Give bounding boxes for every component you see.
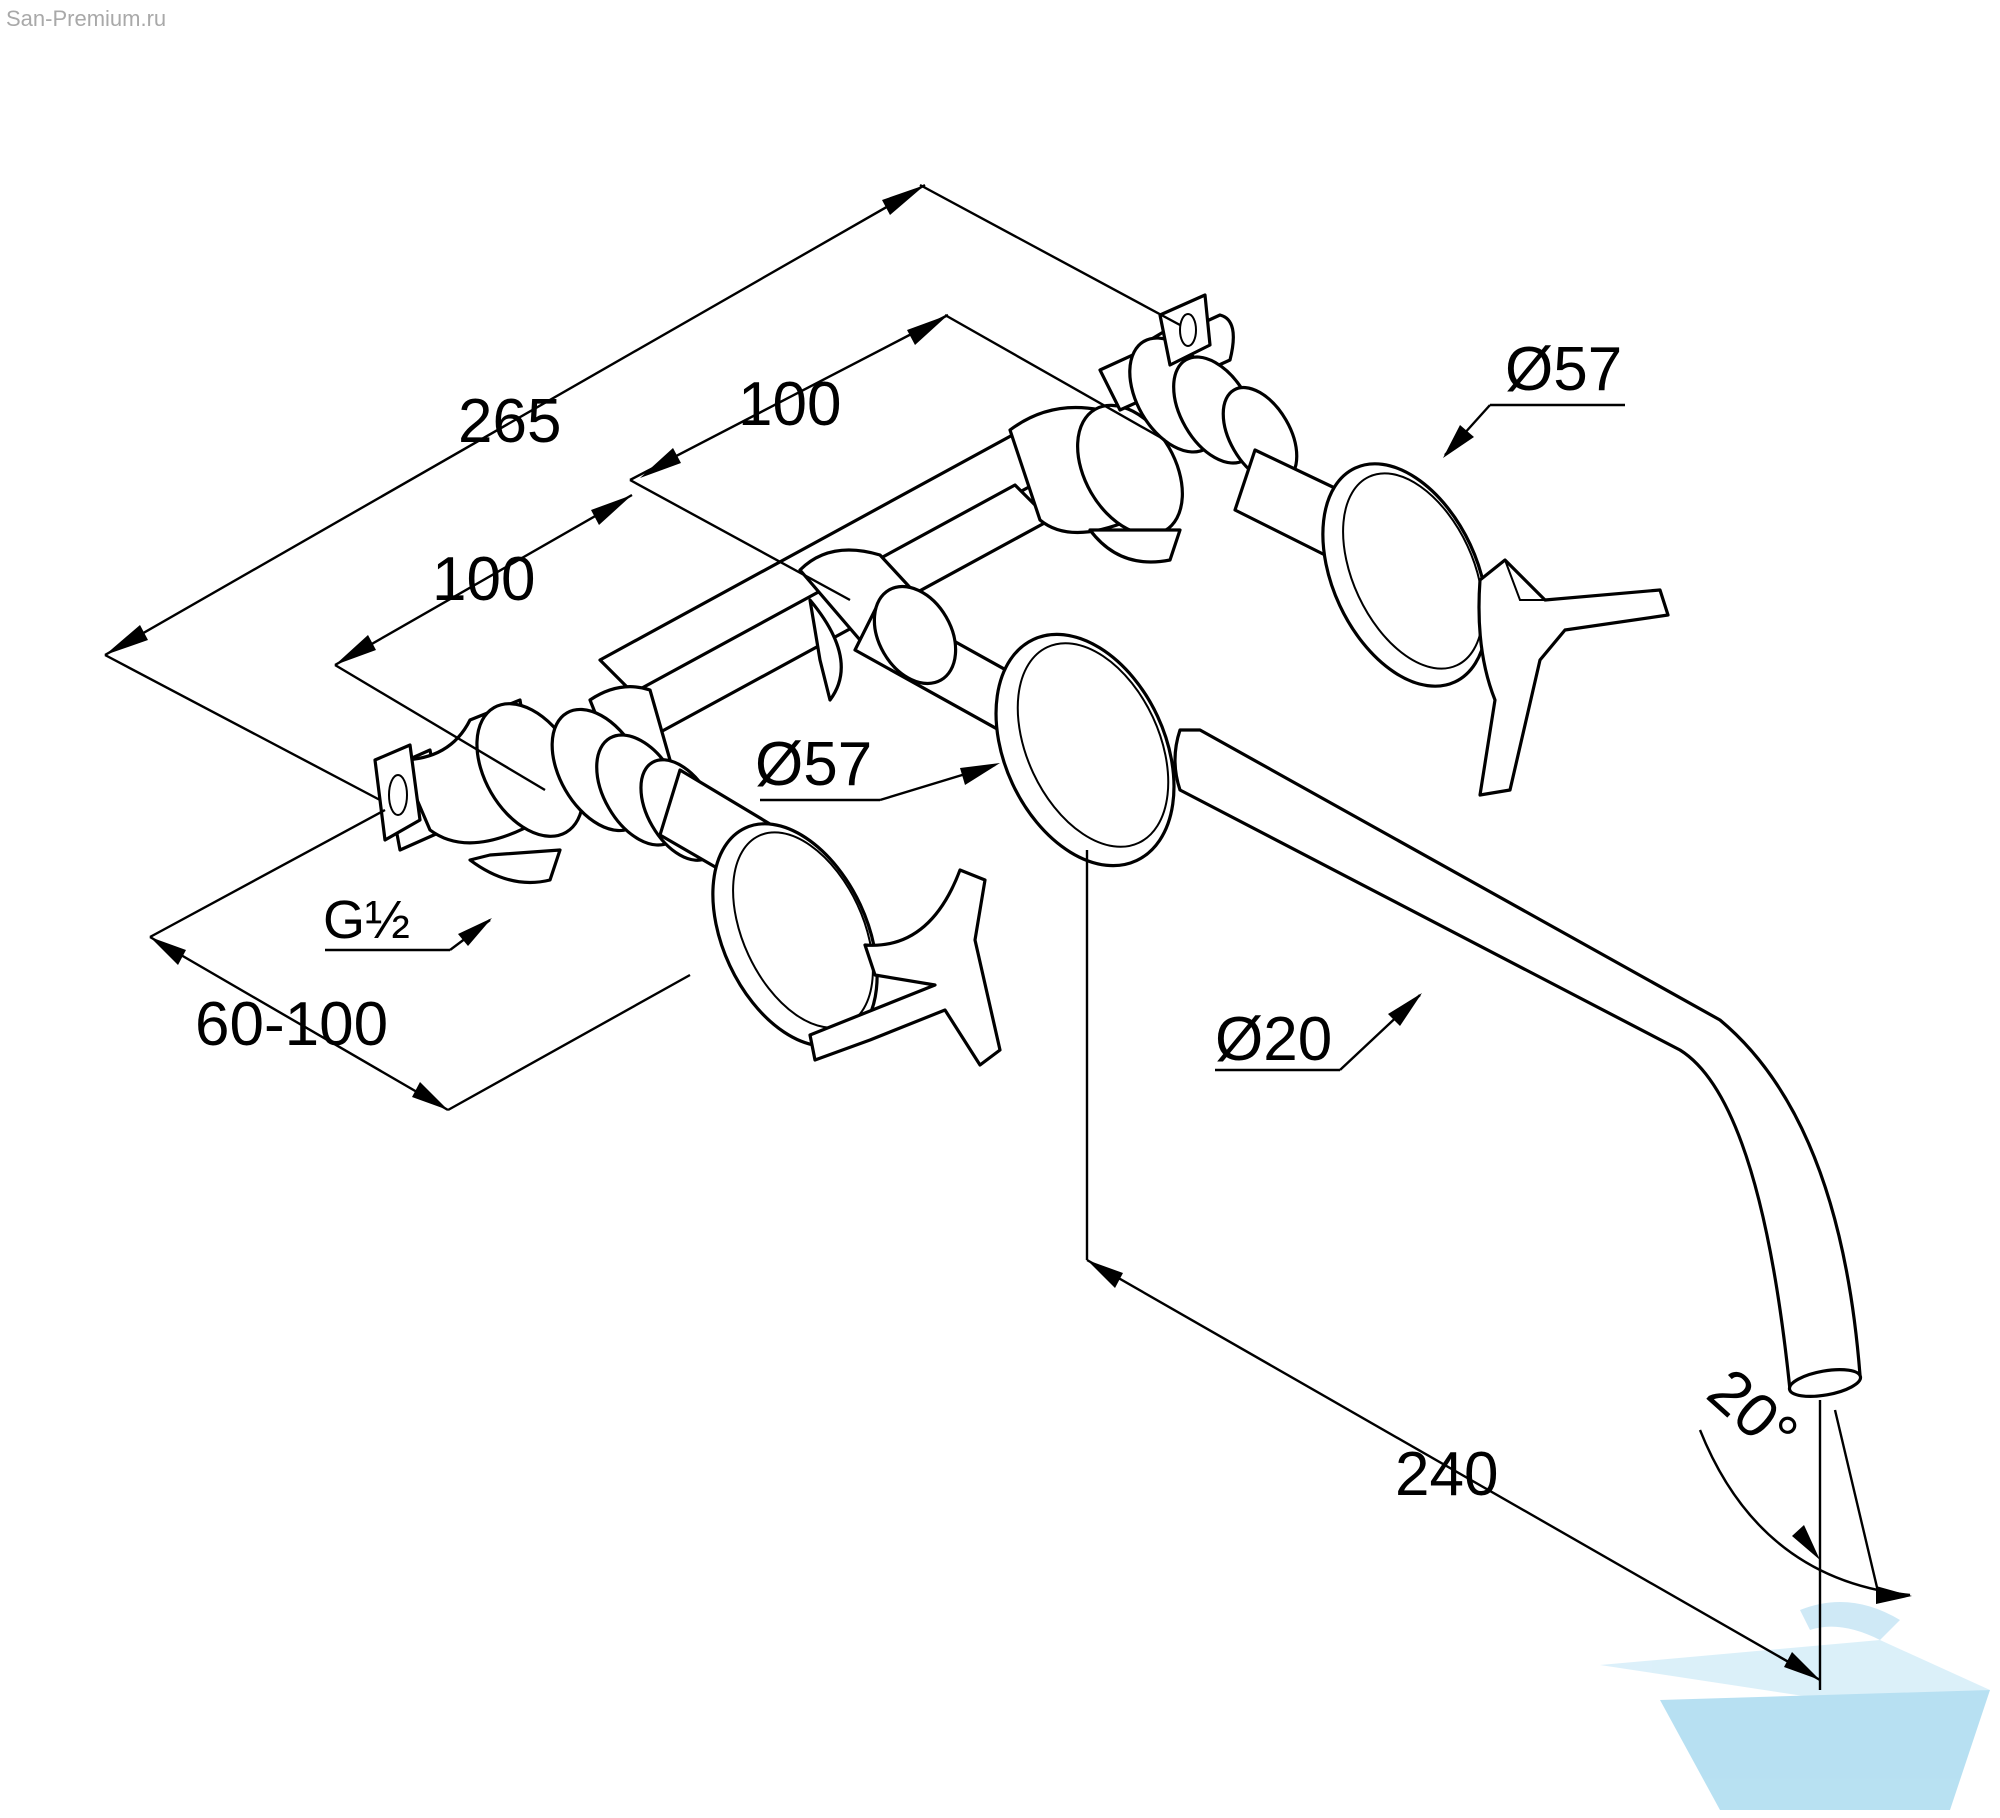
dim-spout-projection: 240 — [1395, 1440, 1498, 1509]
dimension-lines — [104, 183, 1912, 1690]
dim-handle-diameter-center: Ø57 — [755, 730, 872, 799]
watermark-site-text: San-Premium.ru — [6, 6, 167, 31]
dim-handle-diameter-right: Ø57 — [1505, 335, 1622, 404]
dim-spacing-rear: 100 — [738, 370, 841, 439]
dim-connection-thread: G½ — [323, 890, 410, 950]
dim-overall-length: 265 — [458, 387, 561, 456]
mixer-body — [373, 293, 1863, 1398]
dim-spacing-front: 100 — [432, 545, 535, 614]
dim-wall-depth: 60-100 — [195, 990, 388, 1059]
bathtub-logo-icon — [1600, 1602, 1990, 1810]
dim-spout-diameter: Ø20 — [1215, 1005, 1332, 1074]
